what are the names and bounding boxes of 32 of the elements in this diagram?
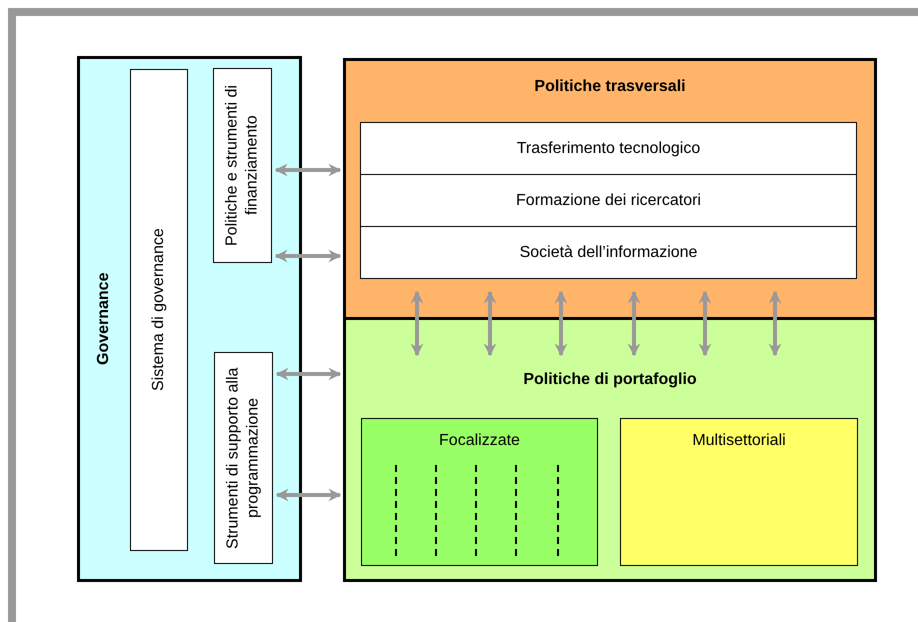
double-arrow bbox=[276, 488, 342, 502]
list-row bbox=[360, 174, 857, 227]
panel-title: Politiche trasversali bbox=[533, 77, 687, 97]
category-box bbox=[361, 418, 598, 566]
box-label: Società dell’informazione bbox=[518, 242, 698, 262]
double-arrow bbox=[698, 290, 712, 356]
panel bbox=[77, 56, 302, 582]
double-arrow bbox=[484, 290, 496, 356]
double-arrow bbox=[628, 290, 640, 356]
box-label: Strumenti di supporto alla programmazione bbox=[224, 366, 262, 551]
double-arrow bbox=[768, 290, 782, 356]
process-box bbox=[214, 352, 273, 564]
process-box bbox=[130, 69, 188, 551]
double-arrow bbox=[410, 290, 424, 356]
box-label: Formazione dei ricercatori bbox=[515, 190, 702, 210]
list-row bbox=[360, 226, 857, 279]
box-label: Multisettoriali bbox=[691, 431, 787, 451]
double-arrow bbox=[274, 250, 342, 262]
panel bbox=[343, 317, 877, 582]
process-box bbox=[213, 68, 272, 263]
box-label: Politiche e strumenti di finanziamento bbox=[222, 84, 262, 248]
category-box bbox=[620, 418, 858, 566]
panel bbox=[343, 58, 877, 320]
double-arrow bbox=[554, 290, 568, 356]
panel-title: Politiche di portafoglio bbox=[522, 370, 698, 390]
box-label: Trasferimento tecnologico bbox=[516, 138, 702, 158]
panel-title: Governance bbox=[94, 272, 113, 368]
double-arrow bbox=[276, 368, 342, 380]
double-arrow bbox=[274, 164, 342, 176]
box-label: Sistema di governance bbox=[149, 228, 168, 394]
list-row bbox=[360, 122, 857, 175]
box-label: Focalizzate bbox=[438, 431, 521, 451]
